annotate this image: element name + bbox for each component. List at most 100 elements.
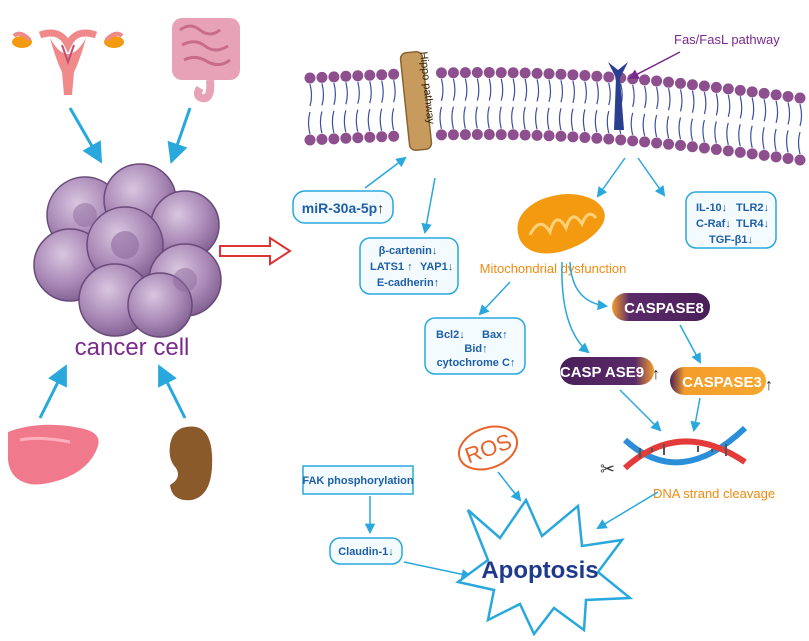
claudin-box xyxy=(329,537,403,565)
lipid-head xyxy=(663,138,675,150)
lipid-tail xyxy=(499,78,504,129)
lipid-tail xyxy=(534,79,540,130)
caspase9-arrow: ↑ xyxy=(652,366,660,383)
lipid-tail xyxy=(690,90,695,141)
lipid-head xyxy=(567,131,579,143)
lipid-head xyxy=(722,145,734,157)
lipid-head xyxy=(459,129,471,141)
uterus-icon xyxy=(12,29,124,95)
lipid-head xyxy=(686,141,698,153)
bcl-line1b: Bax↑ xyxy=(482,329,508,341)
lipid-head xyxy=(639,136,651,148)
lipid-head xyxy=(734,84,746,96)
bcl-line2: Bid↑ xyxy=(464,343,487,355)
arrow-casp8-to-casp3 xyxy=(679,324,701,364)
caspase9-label: CASP ASE9 xyxy=(560,364,644,381)
lipid-head xyxy=(615,134,627,146)
lipid-head xyxy=(316,133,328,145)
lipid-tail xyxy=(773,100,779,152)
lipid-head xyxy=(603,71,615,83)
lipid-head xyxy=(376,131,388,143)
arrow-intestine-to-cell xyxy=(167,107,192,164)
dna-helix-icon: ✂ xyxy=(600,425,748,479)
lipid-head xyxy=(471,129,483,141)
lipid-tail xyxy=(487,78,492,129)
lipid-head xyxy=(591,70,603,82)
lipid-head xyxy=(746,148,758,160)
arrow-claudin-to-apoptosis xyxy=(403,561,473,580)
lipid-head xyxy=(507,129,519,141)
lipid-tail xyxy=(439,78,444,130)
lipid-head xyxy=(304,134,316,146)
lipid-tail xyxy=(797,103,803,155)
apoptosis-burst-icon xyxy=(455,497,634,637)
lats-line3: E-cadherin↑ xyxy=(377,277,439,289)
lipid-tail xyxy=(594,82,599,133)
arrow-hippo-to-lats xyxy=(421,177,436,235)
lipid-head xyxy=(531,67,543,79)
lipid-tail xyxy=(343,82,348,133)
cancer-cell-cluster-icon xyxy=(33,163,222,338)
bcl-line1a: Bcl2↓ xyxy=(436,329,465,341)
lipid-tail xyxy=(451,78,456,129)
lipid-head xyxy=(328,71,340,83)
lipid-head xyxy=(388,68,400,80)
cytokine-line3: TGF-β1↓ xyxy=(709,234,753,246)
lipid-head xyxy=(734,146,746,158)
lipid-tail xyxy=(750,97,755,148)
cytokine-line2b: TLR4↓ xyxy=(736,218,769,230)
cell-membrane xyxy=(304,67,806,166)
lipid-head xyxy=(770,89,782,101)
lipid-head xyxy=(782,90,794,102)
arrow-ros-to-apoptosis xyxy=(497,471,522,502)
lipid-tail xyxy=(702,91,707,143)
lipid-head xyxy=(507,67,519,79)
lipid-head xyxy=(651,137,663,149)
lipid-head xyxy=(555,68,567,80)
caspase3-label: CASPASE3 xyxy=(682,374,762,391)
arrow-uterus-to-cell xyxy=(68,107,103,164)
lipid-head xyxy=(316,71,328,83)
arrow-mirna-to-hippo xyxy=(364,156,407,189)
caspase3-pill xyxy=(670,367,766,395)
lipid-tail xyxy=(678,89,683,140)
caspase3-arrow: ↑ xyxy=(765,377,773,394)
lipid-head xyxy=(651,75,663,87)
lipid-head xyxy=(352,132,364,144)
lipid-head xyxy=(758,87,770,99)
lipid-head xyxy=(674,139,686,151)
lipid-head xyxy=(794,154,806,166)
lipid-tail xyxy=(762,99,767,150)
arrow-fas-to-cytokine xyxy=(637,157,666,197)
lipid-head xyxy=(794,92,806,104)
lipid-head xyxy=(459,67,471,79)
lipid-tail xyxy=(558,80,564,131)
lipid-head xyxy=(627,135,639,147)
mirna-name: miR-30a-5p xyxy=(302,200,377,216)
lipid-head xyxy=(495,67,507,79)
lipid-head xyxy=(471,67,483,79)
lipid-tail xyxy=(475,78,480,129)
lipid-tail xyxy=(379,80,384,131)
lipid-head xyxy=(447,67,459,79)
cancer-cell-label: cancer cell xyxy=(75,334,190,361)
lipid-tail xyxy=(355,81,360,132)
lipid-tail xyxy=(726,94,731,146)
intestine-icon xyxy=(172,18,240,103)
lipid-head xyxy=(567,69,579,81)
fas-pathway-label: Fas/FasL pathway xyxy=(674,32,780,47)
lipid-tail xyxy=(511,78,516,129)
bcl-box xyxy=(424,317,526,375)
arrow-fas-to-mito xyxy=(596,157,626,198)
lats-line2a: LATS1 ↑ xyxy=(370,261,413,273)
lipid-tail xyxy=(463,78,468,129)
mirna-arrow: ↑ xyxy=(377,200,384,216)
lipid-head xyxy=(674,77,686,89)
arrow-casp9-to-dna xyxy=(619,389,662,432)
lipid-tail xyxy=(642,85,647,137)
lipid-tail xyxy=(391,80,396,131)
lipid-head xyxy=(603,133,615,145)
lipid-tail xyxy=(331,82,337,133)
lipid-tail xyxy=(582,81,587,132)
